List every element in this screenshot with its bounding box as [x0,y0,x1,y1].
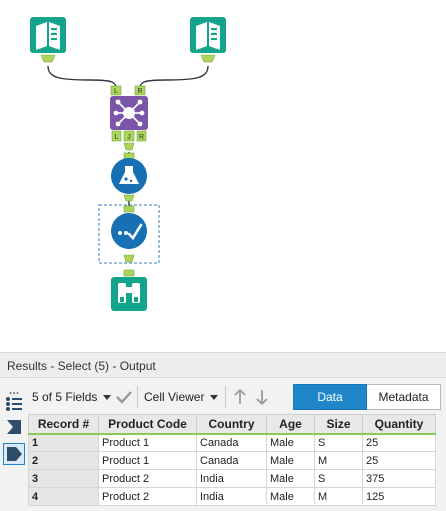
table-cell[interactable]: India [196,469,267,488]
column-header-country[interactable]: Country [196,414,267,435]
column-header-product-code[interactable]: Product Code [98,414,197,435]
column-header-record[interactable]: Record # [28,414,99,435]
table-cell[interactable]: Male [266,487,315,506]
toolbar-divider [137,386,138,408]
record-number-cell: 3 [28,469,99,488]
input-data-tool-1[interactable] [30,17,66,63]
table-cell[interactable]: Product 2 [98,469,197,488]
list-view-icon[interactable] [4,394,24,414]
table-cell[interactable]: M [314,487,363,506]
drag-handle-icon[interactable] [9,384,19,394]
fields-dropdown-label: 5 of 5 Fields [32,390,98,404]
results-header: Results - Select (5) - Output [0,352,446,378]
input-data-tool-2[interactable] [190,17,226,63]
fields-dropdown[interactable]: 5 of 5 Fields [32,383,112,411]
record-number-cell: 1 [28,433,99,452]
table-cell[interactable]: 375 [362,469,436,488]
workflow-canvas[interactable]: L R L J R [0,0,446,352]
table-cell[interactable]: 25 [362,433,436,452]
table-cell[interactable]: Product 1 [98,451,197,470]
table-row[interactable]: 4 Product 2 India Male M 125 [28,487,436,506]
table-cell[interactable]: S [314,469,363,488]
table-cell[interactable]: Product 1 [98,433,197,452]
join-anchor-right-label: R [137,88,142,95]
join-out-join-label: J [127,134,131,141]
chevron-down-icon [210,394,219,400]
column-header-size[interactable]: Size [314,414,363,435]
join-anchor-left-label: L [114,88,118,95]
results-toolbar: 5 of 5 Fields Cell Viewer [27,383,446,411]
record-number-cell: 4 [28,487,99,506]
table-cell[interactable]: 25 [362,451,436,470]
table-cell[interactable]: Male [266,433,315,452]
browse-tool[interactable] [111,269,147,311]
results-side-rail [0,378,27,511]
arrow-down-icon[interactable] [256,383,268,411]
chevron-down-icon [103,394,112,400]
table-cell[interactable]: Male [266,469,315,488]
table-cell[interactable]: Male [266,451,315,470]
cell-viewer-dropdown[interactable]: Cell Viewer [144,383,219,411]
toolbar-divider [225,386,226,408]
results-table: Record # Product Code Country Age Size Q… [28,414,436,506]
table-cell[interactable]: Canada [196,433,267,452]
table-row[interactable]: 2 Product 1 Canada Male M 25 [28,451,436,470]
table-cell[interactable]: M [314,451,363,470]
results-title: Results - Select (5) - Output [7,359,156,373]
table-row[interactable]: 1 Product 1 Canada Male S 25 [28,433,436,452]
table-cell[interactable]: Product 2 [98,487,197,506]
output-anchor-icon[interactable] [3,443,25,465]
connection-input1-join [47,65,117,89]
record-number-cell: 2 [28,451,99,470]
column-header-age[interactable]: Age [266,414,315,435]
join-tool[interactable]: L R L J R [110,85,148,151]
table-cell[interactable]: Canada [196,451,267,470]
column-header-quantity[interactable]: Quantity [362,414,436,435]
table-header-row: Record # Product Code Country Age Size Q… [28,414,436,435]
formula-tool[interactable] [111,152,147,202]
connection-input2-join [139,65,209,89]
table-cell[interactable]: 125 [362,487,436,506]
table-cell[interactable]: India [196,487,267,506]
table-cell[interactable]: S [314,433,363,452]
data-tab-button[interactable]: Data [293,384,367,410]
arrow-up-icon[interactable] [234,383,246,411]
metadata-tab-button[interactable]: Metadata [367,384,441,410]
table-row[interactable]: 3 Product 2 India Male S 375 [28,469,436,488]
cell-viewer-label: Cell Viewer [144,390,205,404]
select-tool[interactable] [98,204,160,264]
join-out-left-label: L [115,134,119,141]
apply-checkmark-icon[interactable] [116,383,132,411]
join-out-right-label: R [139,134,144,141]
input-anchor-icon[interactable] [4,417,24,437]
